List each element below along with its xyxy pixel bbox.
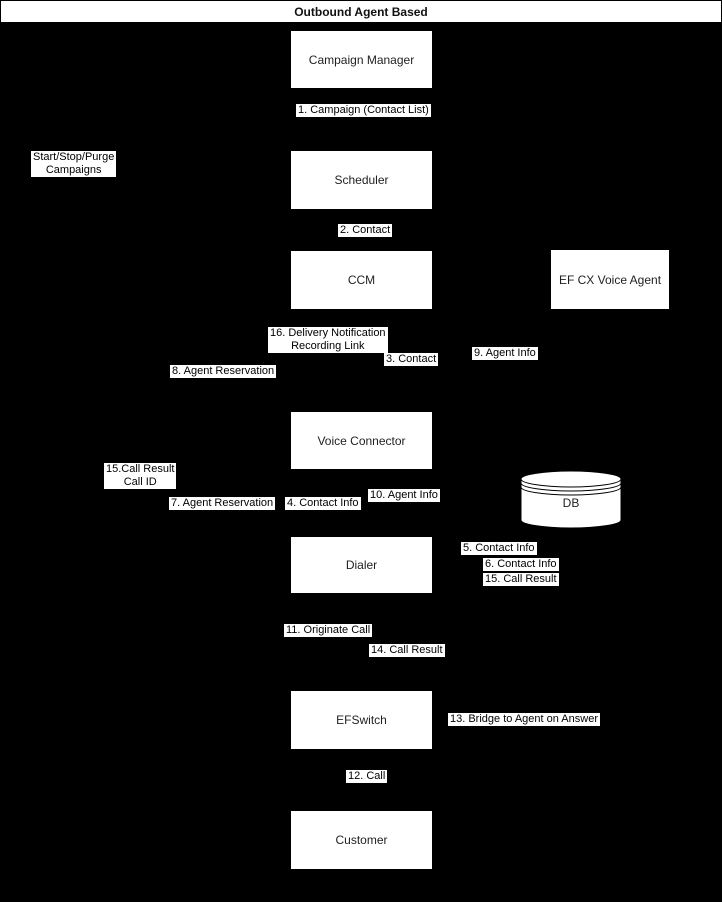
edge-label-8-agent-reservation: 8. Agent Reservation: [170, 365, 277, 378]
node-efswitch: EFSwitch: [290, 690, 433, 750]
node-label: Dialer: [345, 558, 378, 572]
edge-label-9-agent-info: 9. Agent Info: [472, 347, 538, 360]
edge-label-13-bridge-to-agent-on-answer: 13. Bridge to Agent on Answer: [448, 713, 600, 726]
edge-label-7-agent-reservation: 7. Agent Reservation: [169, 497, 276, 510]
node-label: Customer: [335, 833, 388, 847]
edge-label-line: Campaigns: [45, 164, 102, 176]
edge-label-line: 16. Delivery Notification: [270, 327, 386, 339]
edge-label-2-contact: 2. Contact: [338, 224, 393, 237]
edge-label-15-call-result-call-id: 15.Call Result Call ID: [104, 463, 177, 489]
node-dialer: Dialer: [290, 536, 433, 594]
edge-label-line: Start/Stop/Purge: [33, 151, 115, 163]
node-scheduler: Scheduler: [290, 150, 433, 210]
diagram-title: Outbound Agent Based: [0, 0, 722, 23]
node-campaign-manager: Campaign Manager: [290, 30, 433, 89]
node-label: EFSwitch: [336, 713, 387, 727]
edge-label-12-call: 12. Call: [346, 770, 388, 783]
database-cylinder-icon: [520, 470, 622, 529]
node-label: DB: [562, 496, 580, 510]
edge-label-15-call-result: 15. Call Result: [483, 573, 559, 586]
edge-label-16-delivery-notification-recording-link: 16. Delivery Notification Recording Link: [268, 327, 388, 353]
edge-label-line: 15.Call Result: [106, 463, 175, 475]
edge-label-1-campaign-contact-list: 1. Campaign (Contact List): [296, 104, 431, 117]
node-label: Scheduler: [334, 173, 389, 187]
node-ccm: CCM: [290, 250, 433, 310]
node-label: EF CX Voice Agent: [558, 272, 662, 287]
edge-label-5-contact-info: 5. Contact Info: [461, 542, 537, 555]
edge-label-line: Recording Link: [291, 340, 365, 352]
node-ef-cx-voice-agent: EF CX Voice Agent: [550, 249, 670, 310]
node-label: Campaign Manager: [308, 52, 415, 67]
node-db: DB: [520, 470, 622, 529]
node-label: CCM: [347, 273, 376, 287]
edge-label-6-contact-info: 6. Contact Info: [483, 558, 559, 571]
edge-label-14-call-result: 14. Call Result: [369, 644, 445, 657]
edge-label-start-stop-purge-campaigns: Start/Stop/Purge Campaigns: [31, 151, 117, 177]
node-label: Voice Connector: [317, 433, 406, 448]
node-voice-connector: Voice Connector: [290, 411, 433, 470]
edge-label-10-agent-info: 10. Agent Info: [368, 489, 440, 502]
node-customer: Customer: [290, 810, 433, 870]
edge-label-3-contact: 3. Contact: [384, 353, 439, 366]
edge-label-line: Call ID: [123, 476, 157, 488]
edge-label-11-originate-call: 11. Originate Call: [284, 624, 373, 637]
edge-label-4-contact-info: 4. Contact Info: [285, 497, 361, 510]
